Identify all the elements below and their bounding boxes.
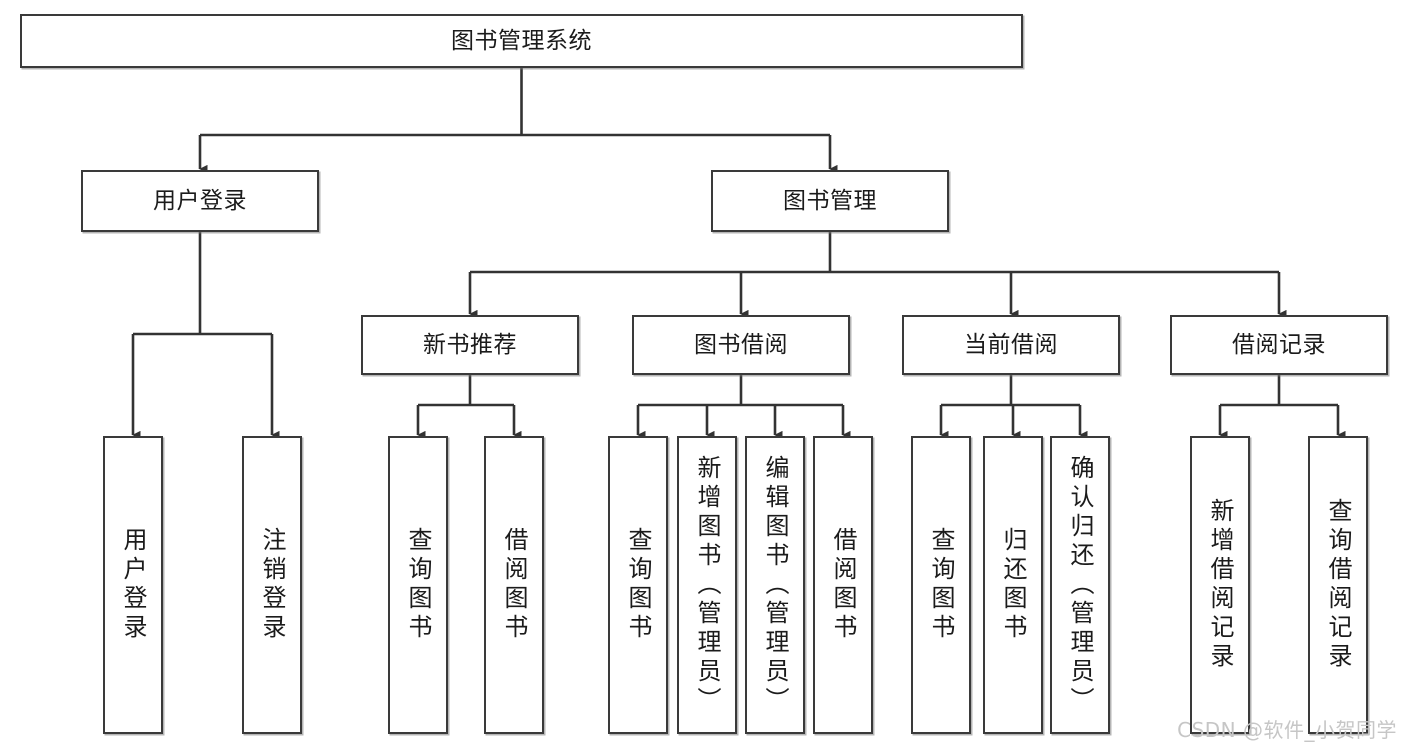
node-leaf-cur-query-label: 查询图书 <box>927 527 955 643</box>
node-leaf-user-logout-label: 注销登录 <box>258 527 286 643</box>
node-leaf-rec-search[interactable]: 查询借阅记录 <box>1308 436 1368 734</box>
node-new-book-rec[interactable]: 新书推荐 <box>361 315 579 375</box>
node-leaf-borrow-lend-label: 借阅图书 <box>829 527 857 643</box>
node-leaf-rec-add-label: 新增借阅记录 <box>1206 498 1234 672</box>
node-root-label: 图书管理系统 <box>451 27 592 54</box>
node-leaf-user-login[interactable]: 用户登录 <box>103 436 163 734</box>
node-user-login-label: 用户登录 <box>153 187 247 214</box>
node-new-book-rec-label: 新书推荐 <box>423 331 517 358</box>
node-current-borrow[interactable]: 当前借阅 <box>902 315 1120 375</box>
node-leaf-cur-confirm-label: 确认归还（管理员） <box>1066 454 1094 716</box>
node-leaf-borrow-edit-label: 编辑图书（管理员） <box>761 454 789 716</box>
node-borrow-record[interactable]: 借阅记录 <box>1170 315 1388 375</box>
node-book-borrow[interactable]: 图书借阅 <box>632 315 850 375</box>
node-leaf-user-logout[interactable]: 注销登录 <box>242 436 302 734</box>
node-borrow-record-label: 借阅记录 <box>1232 331 1326 358</box>
node-leaf-rec-borrow[interactable]: 借阅图书 <box>484 436 544 734</box>
node-leaf-rec-search-label: 查询借阅记录 <box>1324 498 1352 672</box>
node-leaf-borrow-edit[interactable]: 编辑图书（管理员） <box>745 436 805 734</box>
node-leaf-cur-confirm[interactable]: 确认归还（管理员） <box>1050 436 1110 734</box>
node-leaf-borrow-lend[interactable]: 借阅图书 <box>813 436 873 734</box>
node-leaf-rec-borrow-label: 借阅图书 <box>500 527 528 643</box>
node-leaf-rec-query[interactable]: 查询图书 <box>388 436 448 734</box>
node-leaf-borrow-add[interactable]: 新增图书（管理员） <box>677 436 737 734</box>
node-leaf-cur-query[interactable]: 查询图书 <box>911 436 971 734</box>
node-current-borrow-label: 当前借阅 <box>964 331 1058 358</box>
node-leaf-borrow-query-label: 查询图书 <box>624 527 652 643</box>
node-leaf-rec-query-label: 查询图书 <box>404 527 432 643</box>
node-leaf-user-login-label: 用户登录 <box>119 527 147 643</box>
node-root[interactable]: 图书管理系统 <box>20 14 1023 68</box>
node-user-login[interactable]: 用户登录 <box>81 170 319 232</box>
node-leaf-borrow-add-label: 新增图书（管理员） <box>693 454 721 716</box>
node-leaf-cur-return-label: 归还图书 <box>999 527 1027 643</box>
node-book-manage-label: 图书管理 <box>783 187 877 214</box>
node-book-borrow-label: 图书借阅 <box>694 331 788 358</box>
node-leaf-cur-return[interactable]: 归还图书 <box>983 436 1043 734</box>
node-leaf-borrow-query[interactable]: 查询图书 <box>608 436 668 734</box>
node-book-manage[interactable]: 图书管理 <box>711 170 949 232</box>
node-leaf-rec-add[interactable]: 新增借阅记录 <box>1190 436 1250 734</box>
